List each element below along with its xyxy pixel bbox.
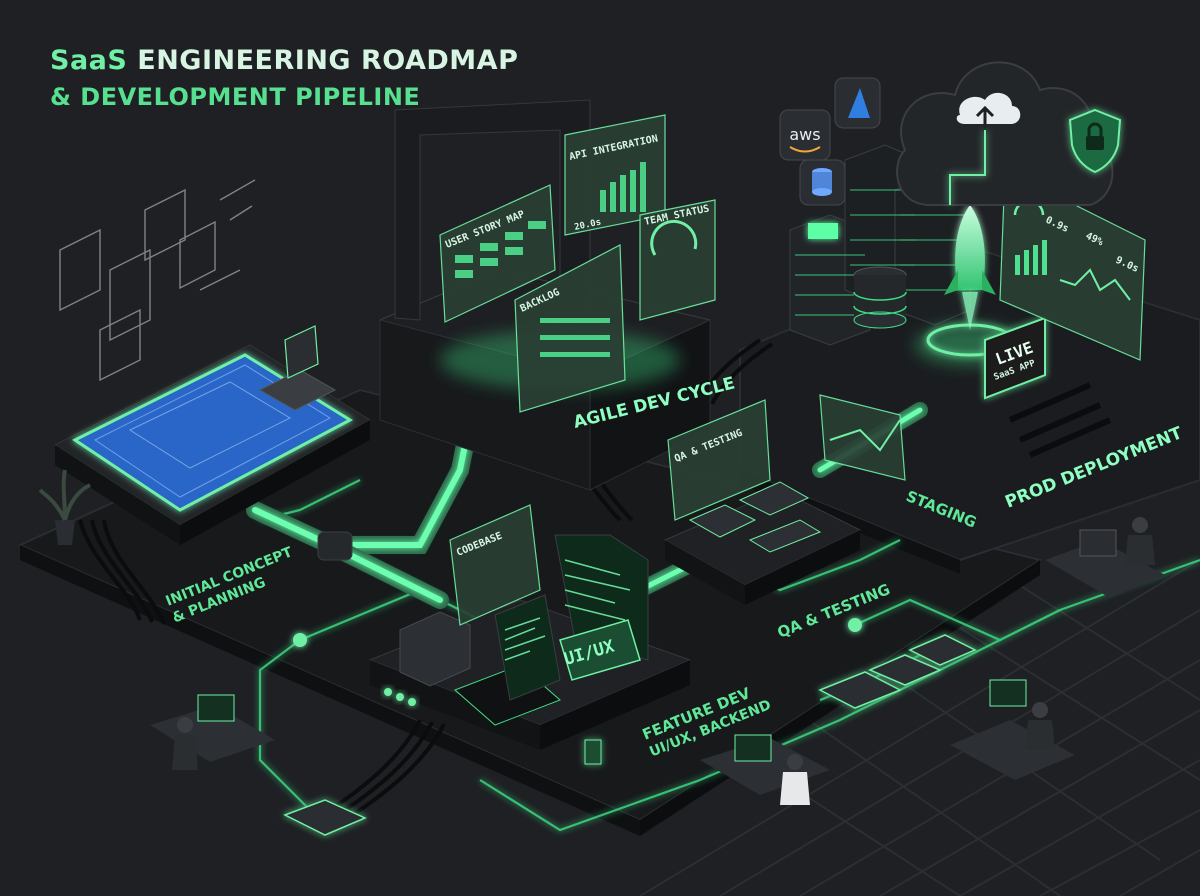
workstation-right-lower <box>950 679 1075 780</box>
cloud <box>896 61 1114 206</box>
cloud-upload-icon <box>956 92 1021 130</box>
feature-dev-station <box>368 504 692 750</box>
workstation-right-upper <box>1045 517 1165 598</box>
potted-plant <box>38 469 91 545</box>
database-icon <box>799 159 846 206</box>
shield-lock-icon <box>1068 108 1122 174</box>
planning-station <box>53 179 371 545</box>
metrics-dashboard <box>999 169 1146 361</box>
workstation-center <box>700 734 830 805</box>
azure-logo-icon <box>834 77 881 129</box>
qa-station <box>663 394 906 605</box>
prod-deployment-platform: aws <box>779 61 1146 458</box>
engineer-workstations <box>38 469 1165 836</box>
database-stack <box>853 266 907 329</box>
title-brand: SaaS <box>50 45 128 76</box>
agile-tower <box>378 99 716 491</box>
title-line-1: SaaS ENGINEERING ROADMAP <box>50 44 518 78</box>
title-line-2: & DEVELOPMENT PIPELINE <box>50 82 421 111</box>
page-title: SaaS ENGINEERING ROADMAP & DEVELOPMENT P… <box>50 44 518 112</box>
workstation-left <box>150 694 275 770</box>
aws-logo-icon: aws <box>779 109 831 161</box>
hub-nodes <box>283 618 977 836</box>
title-line-1-rest: ENGINEERING ROADMAP <box>137 45 519 76</box>
live-app-screen <box>984 316 1046 400</box>
aws-logo-text: aws <box>789 125 820 144</box>
